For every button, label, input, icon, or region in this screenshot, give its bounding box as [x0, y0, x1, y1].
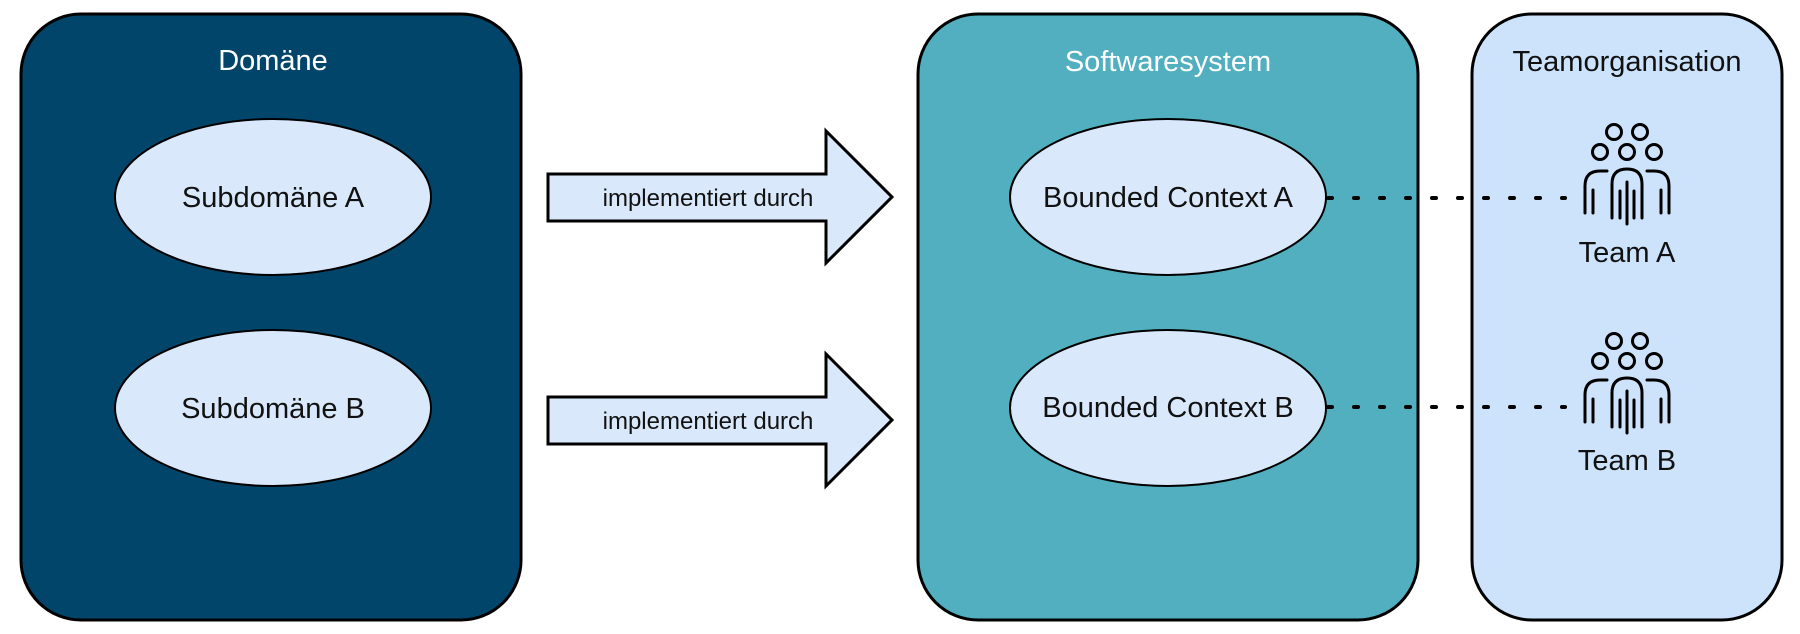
- team-b-label: Team B: [1578, 445, 1676, 477]
- subdomain-a: Subdomäne A: [114, 118, 432, 276]
- arrow-a: implementiert durch: [546, 127, 895, 267]
- arrow-b-label: implementiert durch: [603, 408, 814, 435]
- team-a: Team A: [1579, 123, 1676, 269]
- subdomain-a-label: Subdomäne A: [182, 182, 365, 214]
- bounded-context-b-label: Bounded Context B: [1042, 392, 1294, 424]
- domain-box-background: [19, 12, 523, 622]
- arrow-a-label: implementiert durch: [603, 185, 814, 212]
- subdomain-b: Subdomäne B: [114, 329, 432, 487]
- arrow-a-shape: [546, 127, 895, 267]
- software-system-box-title: Softwaresystem: [1065, 46, 1271, 78]
- subdomain-a-ellipse: [114, 118, 432, 276]
- bounded-context-b: Bounded Context B: [1009, 329, 1327, 487]
- bounded-context-a: Bounded Context A: [1009, 118, 1327, 276]
- arrow-b-shape: [546, 350, 895, 490]
- team-b: Team B: [1578, 332, 1676, 477]
- software-system-box: Softwaresystem Bounded Context A Bounded…: [916, 12, 1420, 622]
- team-organisation-box-title: Teamorganisation: [1513, 46, 1742, 78]
- team-organisation-box-background: [1470, 12, 1784, 622]
- bounded-context-a-ellipse: [1009, 118, 1327, 276]
- team-a-label: Team A: [1579, 237, 1676, 269]
- software-system-box-background: [916, 12, 1420, 622]
- arrow-b: implementiert durch: [546, 350, 895, 490]
- team-organisation-box: Teamorganisation Team A Team B: [1470, 12, 1784, 622]
- subdomain-b-ellipse: [114, 329, 432, 487]
- domain-box-title: Domäne: [218, 45, 328, 77]
- bounded-context-b-ellipse: [1009, 329, 1327, 487]
- subdomain-b-label: Subdomäne B: [181, 393, 365, 425]
- domain-box: Domäne Subdomäne A Subdomäne B: [19, 12, 523, 622]
- bounded-context-a-label: Bounded Context A: [1043, 182, 1294, 214]
